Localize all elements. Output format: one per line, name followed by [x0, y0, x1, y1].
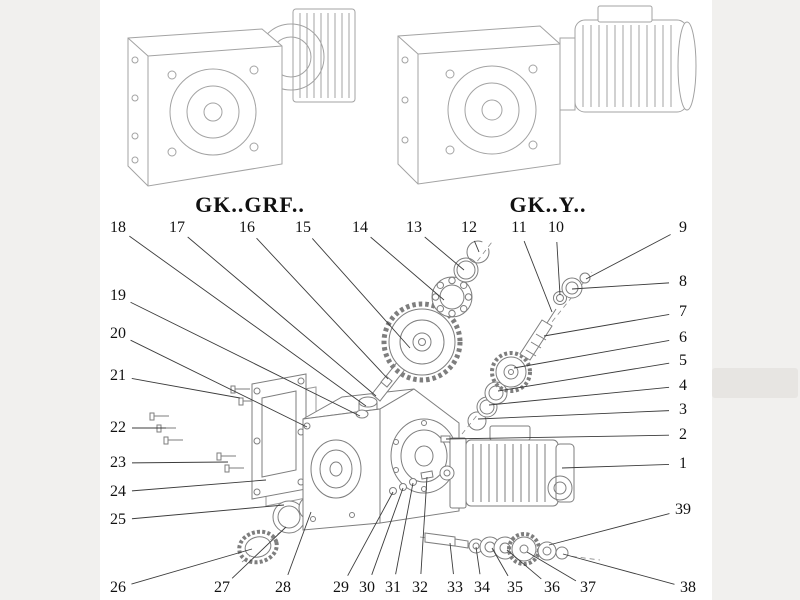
callout-4: 4 — [679, 377, 687, 394]
callout-25: 25 — [110, 511, 126, 528]
leader-line-23 — [131, 461, 229, 464]
watermark — [712, 368, 798, 398]
callout-11: 11 — [511, 219, 527, 236]
motor — [439, 425, 575, 509]
leader-line-16 — [256, 237, 389, 380]
leader-line-7 — [543, 313, 670, 337]
shaft-fasteners — [389, 470, 434, 495]
leader-line-20 — [130, 339, 308, 428]
exploded-assembly — [149, 240, 601, 566]
leader-line-30 — [371, 487, 404, 575]
callout-17: 17 — [169, 219, 185, 236]
leader-line-5 — [497, 362, 670, 392]
callout-29: 29 — [333, 579, 349, 596]
callout-7: 7 — [679, 303, 687, 320]
callout-21: 21 — [110, 367, 126, 384]
leader-line-12 — [473, 240, 480, 253]
callout-38: 38 — [680, 579, 696, 596]
callout-30: 30 — [359, 579, 375, 596]
leader-line-19 — [130, 301, 361, 417]
gear-housing — [302, 388, 460, 531]
callout-37: 37 — [580, 579, 596, 596]
input-gear-stack — [355, 240, 490, 419]
output-shaft-parts — [424, 532, 569, 566]
unit-drawing-gk-y — [397, 5, 697, 185]
leader-line-3 — [477, 410, 670, 420]
callout-9: 9 — [679, 219, 687, 236]
leader-line-29 — [347, 491, 394, 576]
callout-20: 20 — [110, 325, 126, 342]
leader-line-2 — [445, 434, 670, 440]
leader-line-6 — [513, 340, 670, 369]
mounting-screws — [149, 385, 258, 473]
callout-26: 26 — [110, 579, 126, 596]
leader-line-18 — [129, 235, 367, 407]
leader-line-35 — [491, 547, 509, 577]
callout-1: 1 — [679, 455, 687, 472]
variant-title-gk-grf: GK..GRF.. — [195, 192, 305, 217]
leader-line-21 — [131, 378, 241, 399]
callout-16: 16 — [239, 219, 255, 236]
leader-line-14 — [370, 236, 445, 301]
leader-line-26 — [131, 548, 253, 585]
callout-36: 36 — [544, 579, 560, 596]
callout-12: 12 — [461, 219, 477, 236]
callout-34: 34 — [474, 579, 490, 596]
leader-line-13 — [424, 236, 465, 271]
unit-drawing-gk-grf — [127, 8, 356, 187]
leader-line-9 — [585, 234, 671, 280]
variant-title-gk-y: GK..Y.. — [509, 192, 587, 217]
leader-line-11 — [523, 240, 553, 313]
callout-23: 23 — [110, 454, 126, 471]
callout-10: 10 — [548, 219, 564, 236]
leader-line-1 — [561, 464, 670, 469]
leader-line-4 — [488, 386, 670, 406]
leader-lines — [129, 234, 675, 585]
leader-line-34 — [475, 546, 481, 575]
callout-5: 5 — [679, 352, 687, 369]
leader-line-36 — [506, 549, 542, 580]
leader-line-24 — [131, 479, 267, 492]
callout-14: 14 — [352, 219, 368, 236]
callout-8: 8 — [679, 273, 687, 290]
callout-35: 35 — [507, 579, 523, 596]
leader-line-25 — [131, 504, 285, 520]
callout-2: 2 — [679, 426, 687, 443]
bevel-pinion-stack — [467, 272, 591, 431]
callout-19: 19 — [110, 287, 126, 304]
callout-18: 18 — [110, 219, 126, 236]
leader-line-32 — [420, 476, 428, 575]
leader-line-17 — [187, 236, 377, 397]
leader-line-37 — [526, 551, 577, 582]
leader-line-31 — [395, 482, 414, 575]
callout-3: 3 — [679, 401, 687, 418]
leader-line-38 — [562, 553, 675, 585]
callout-22: 22 — [110, 419, 126, 436]
leader-line-33 — [449, 542, 454, 575]
callout-39: 39 — [675, 501, 691, 518]
callout-24: 24 — [110, 483, 126, 500]
callout-27: 27 — [214, 579, 230, 596]
leader-line-8 — [571, 282, 670, 290]
leader-line-27 — [231, 526, 287, 579]
leader-line-39 — [548, 513, 670, 546]
callout-28: 28 — [275, 579, 291, 596]
leader-line-28 — [287, 511, 312, 576]
callout-13: 13 — [406, 219, 422, 236]
callout-31: 31 — [385, 579, 401, 596]
callout-33: 33 — [447, 579, 463, 596]
callout-32: 32 — [412, 579, 428, 596]
callout-15: 15 — [295, 219, 311, 236]
leader-line-15 — [311, 238, 411, 349]
leader-line-10 — [556, 241, 561, 296]
callout-6: 6 — [679, 329, 687, 346]
